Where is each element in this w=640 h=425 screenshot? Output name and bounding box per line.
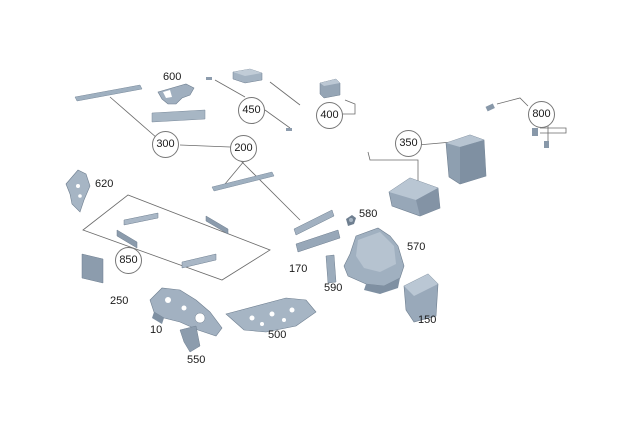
callout-450: 450: [238, 97, 265, 124]
block-top: [232, 68, 263, 84]
bar-part-300: [151, 109, 206, 123]
block-400: [319, 78, 341, 99]
callout-800: 800: [528, 101, 555, 128]
callout-300: 300: [152, 131, 179, 158]
callout-200: 200: [230, 135, 257, 162]
label-250: 250: [110, 295, 129, 307]
clip-580: [346, 215, 356, 226]
block-350-right: [445, 134, 487, 185]
callout-400: 400: [316, 102, 343, 129]
tray-500: [225, 297, 317, 333]
label-590: 590: [324, 282, 343, 294]
strip-590: [325, 254, 337, 284]
bar-part-top: [74, 84, 143, 102]
block-350-left: [388, 177, 441, 217]
label-620: 620: [95, 178, 114, 190]
label-10: 10: [150, 324, 163, 336]
small-parts-800: [485, 103, 549, 148]
callout-850: 850: [115, 247, 142, 274]
strips-170: [293, 209, 341, 253]
label-570: 570: [407, 241, 426, 253]
frame-850-pieces: [116, 212, 229, 269]
label-500: 500: [268, 329, 287, 341]
panel-150: [403, 273, 439, 323]
leader-lines: [82, 79, 567, 281]
panel-570: [343, 227, 405, 294]
panel-10: [149, 287, 223, 337]
callout-350: 350: [395, 130, 422, 157]
label-170: 170: [289, 263, 308, 275]
label-150: 150: [418, 314, 437, 326]
piece-550: [179, 325, 201, 353]
label-550: 550: [187, 354, 206, 366]
bar-part-200: [211, 171, 275, 192]
small-part-450: [206, 77, 292, 131]
part-600-shape: [157, 83, 195, 105]
label-580: 580: [359, 208, 378, 220]
label-600: 600: [163, 71, 182, 83]
plate-250: [81, 253, 104, 284]
part-620-shape: [65, 169, 91, 213]
